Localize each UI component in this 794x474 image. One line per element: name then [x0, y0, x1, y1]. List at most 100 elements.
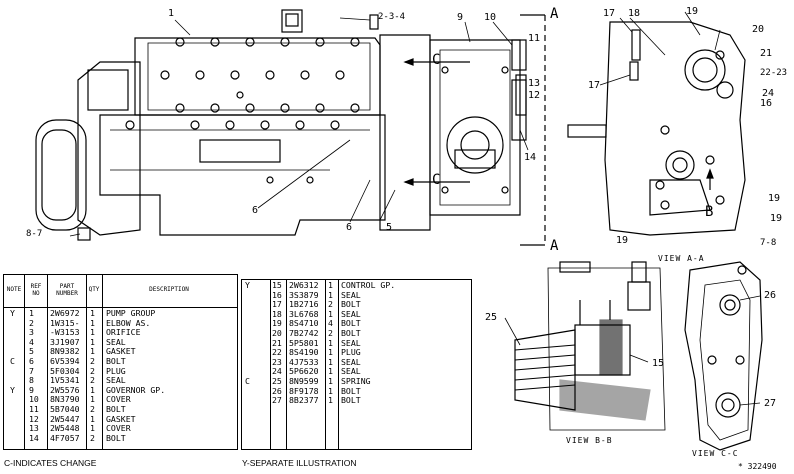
section-a-top: A	[550, 6, 559, 22]
cell-part: 1B2716	[289, 299, 319, 310]
callout-19-c: 19	[770, 213, 783, 224]
cell-ref: 21	[272, 337, 282, 348]
cell-qty: 1	[90, 327, 95, 338]
cell-desc: BOLT	[341, 299, 361, 310]
cell-qty: 1	[90, 336, 95, 347]
section-c-lower: C	[432, 172, 441, 188]
cell-ref: 18	[272, 308, 282, 319]
cell-desc: SEAL	[341, 366, 361, 377]
cell-qty: 2	[90, 365, 95, 376]
cell-part: 5P6620	[289, 366, 319, 377]
cell-part: -W3153	[50, 327, 80, 338]
callout-25: 25	[485, 312, 498, 323]
cell-qty: 1	[90, 413, 95, 424]
callout-20: 20	[752, 24, 765, 35]
cell-part: 5B7040	[50, 404, 80, 414]
header-note: NOTE	[6, 286, 22, 293]
cell-part: 4J7533	[289, 356, 319, 367]
cell-qty: 2	[328, 328, 333, 338]
callout-5: 5	[386, 222, 393, 233]
callout-15: 15	[652, 358, 665, 369]
cell-desc: SEAL	[341, 289, 361, 300]
cell-part: 8N9382	[50, 346, 80, 357]
cell-part: 3S3879	[289, 289, 319, 300]
cell-ref: 3	[29, 327, 34, 338]
header-description: DESCRIPTION	[149, 286, 189, 293]
cell-desc: COVER	[106, 423, 131, 434]
separate-illustration-legend: Y-SEPARATE ILLUSTRATION	[242, 458, 357, 468]
cell-note: C	[10, 356, 15, 366]
change-legend: C-INDICATES CHANGE	[4, 458, 97, 468]
callout-27: 27	[764, 398, 777, 409]
cell-ref: 23	[272, 356, 282, 367]
callout-24: 24	[762, 88, 775, 99]
callout-2-3-4: 2-3-4	[378, 12, 406, 22]
cell-part: 8B2377	[289, 395, 319, 406]
cell-ref: 9	[29, 384, 34, 395]
cell-part: 5F0304	[50, 365, 80, 376]
cell-qty: 1	[328, 280, 333, 290]
callout-10: 10	[484, 12, 497, 23]
callout-7-8: 7-8	[760, 238, 777, 248]
cell-part: 6V5394	[50, 356, 80, 366]
cell-part: 8N3790	[50, 394, 80, 405]
view-c-c-label: VIEW C-C	[692, 449, 739, 458]
cell-desc: PLUG	[106, 365, 126, 376]
cell-desc: GASKET	[106, 346, 136, 357]
cell-qty: 1	[328, 376, 333, 386]
callout-8-7: 8-7	[26, 229, 43, 239]
cell-ref: 27	[272, 395, 282, 406]
table-header: NOTE REF NO PART NUMBER QTY DESCRIPTION	[4, 275, 237, 308]
cell-part: 2W5576	[50, 384, 80, 395]
cell-qty: 1	[328, 395, 333, 406]
callout-22-23: 22-23	[760, 68, 788, 78]
cell-desc: SEAL	[106, 336, 126, 347]
cell-ref: 4	[29, 336, 34, 347]
cell-qty: 2	[328, 299, 333, 310]
cell-qty: 1	[90, 384, 95, 395]
cell-desc: BOLT	[106, 356, 126, 366]
cell-desc: ORIFICE	[106, 327, 141, 338]
section-c-upper: C	[432, 52, 441, 68]
callout-6-b: 6	[346, 222, 353, 233]
view-a-a-drawing	[567, 11, 746, 236]
cell-desc: BOLT	[341, 385, 361, 396]
cell-part: 1W315-	[50, 317, 80, 328]
pump-group-drawing	[35, 9, 546, 246]
cell-part: 5P5801	[289, 337, 319, 348]
cell-qty: 1	[90, 346, 95, 357]
cell-ref: 15	[272, 280, 282, 290]
cell-ref: 10	[29, 394, 39, 405]
cell-desc: SEAL	[106, 375, 126, 386]
cell-qty: 1	[328, 356, 333, 367]
cell-ref: 1	[29, 308, 34, 318]
header-qty: QTY	[88, 286, 100, 293]
cell-part: 2W6972	[50, 308, 80, 318]
cell-part: 4F7057	[50, 432, 80, 443]
cell-qty: 2	[90, 375, 95, 386]
cell-part: 8F9178	[289, 385, 319, 396]
cell-ref: 12	[29, 413, 39, 424]
cell-ref: 17	[272, 299, 282, 310]
cell-qty: 2	[90, 404, 95, 414]
cell-qty: 1	[328, 308, 333, 319]
cell-ref: 5	[29, 346, 34, 357]
callout-26: 26	[764, 290, 777, 301]
cell-desc: COVER	[106, 394, 131, 405]
callout-19-a: 19	[686, 6, 699, 17]
section-b: B	[705, 204, 714, 220]
cell-ref: 2	[29, 317, 34, 328]
callout-16: 16	[760, 98, 773, 109]
cell-ref: 11	[29, 404, 39, 414]
callout-17-a: 17	[603, 8, 616, 19]
table-row: 5 8N9382 1 GASKET	[4, 347, 237, 356]
cell-ref: 6	[29, 356, 34, 366]
